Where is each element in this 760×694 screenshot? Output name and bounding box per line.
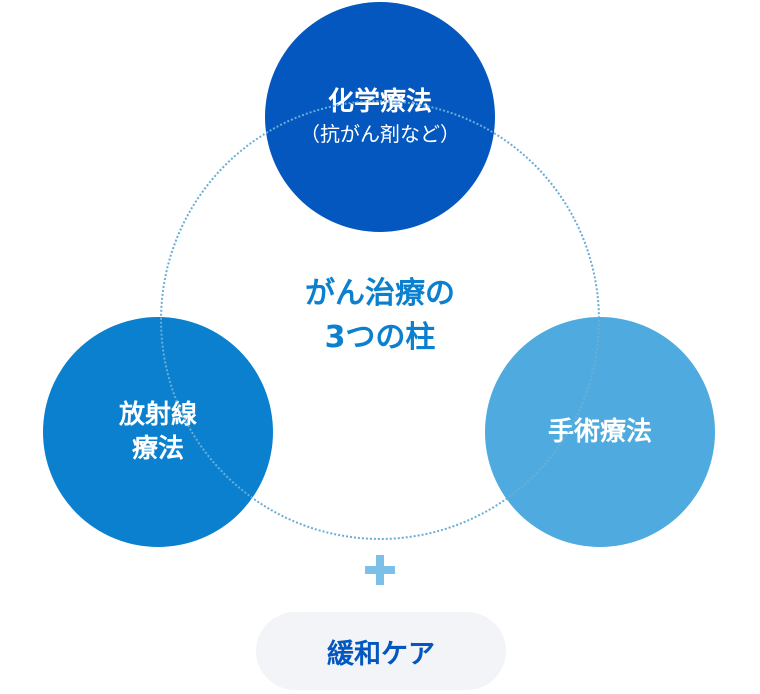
center-label-line1: がん治療の bbox=[305, 276, 455, 311]
chemotherapy-title: 化学療法 bbox=[327, 87, 432, 117]
radiation-title-line2: 療法 bbox=[131, 434, 184, 464]
surgery-title: 手術療法 bbox=[547, 417, 652, 447]
center-label: がん治療の 3つの柱 bbox=[230, 272, 530, 360]
radiation-therapy-circle: 放射線 療法 bbox=[43, 317, 273, 547]
center-label-line2: 3つの柱 bbox=[324, 320, 436, 355]
chemotherapy-circle: 化学療法 （抗がん剤など） bbox=[265, 2, 495, 232]
chemotherapy-subtitle: （抗がん剤など） bbox=[300, 122, 460, 146]
radiation-title-line1: 放射線 bbox=[118, 400, 197, 430]
palliative-care-label: 緩和ケア bbox=[327, 638, 435, 670]
plus-icon bbox=[365, 555, 395, 585]
surgery-circle: 手術療法 bbox=[485, 317, 715, 547]
palliative-care-pill: 緩和ケア bbox=[256, 612, 506, 690]
